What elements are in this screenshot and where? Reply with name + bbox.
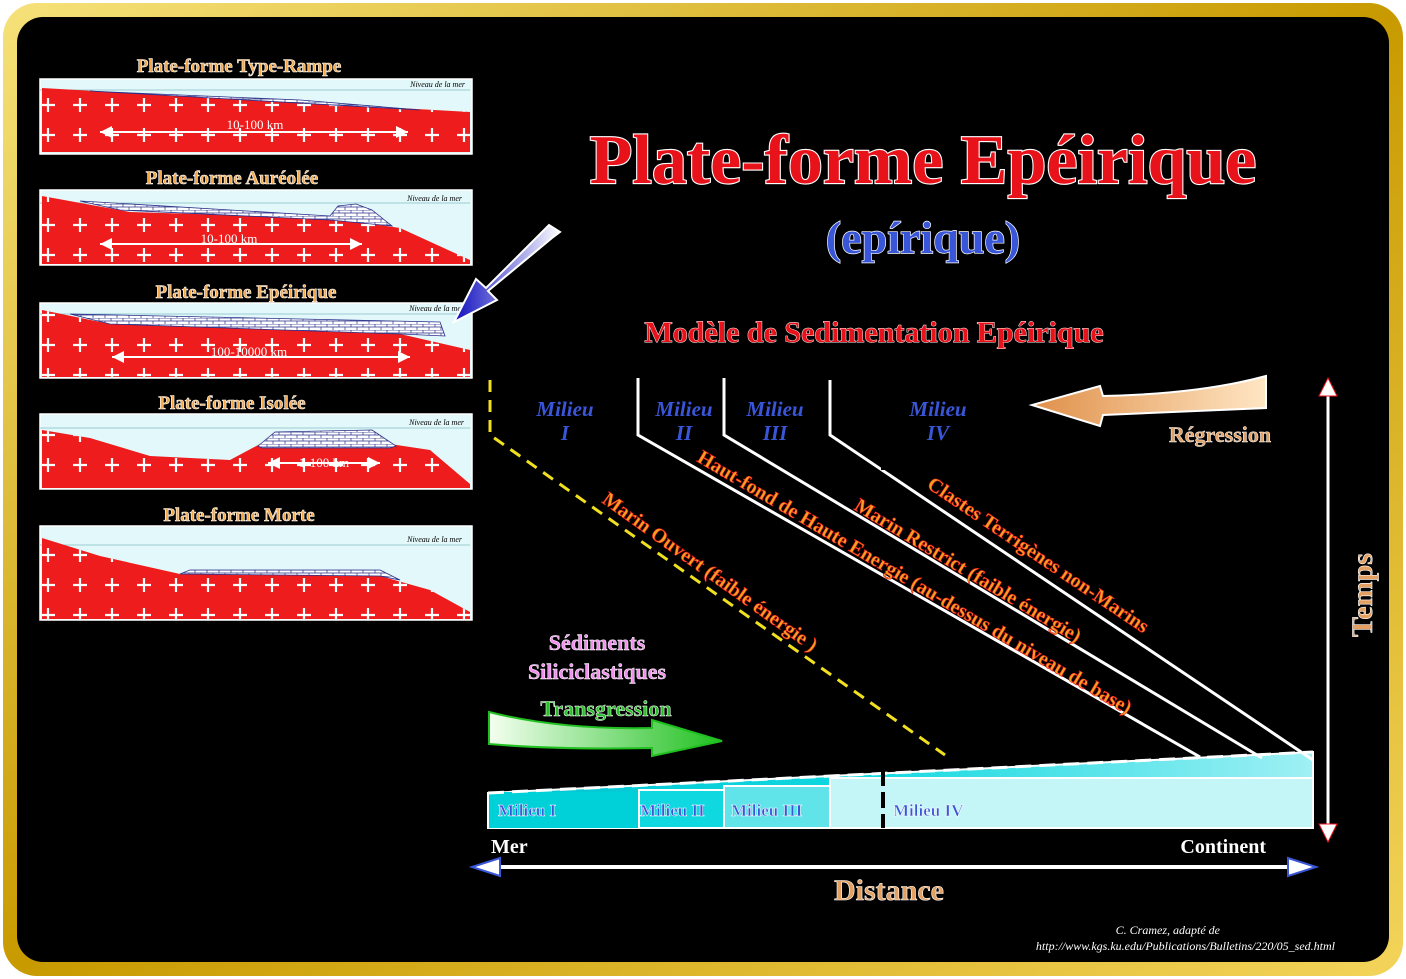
- time-axis-arrowheads: [1318, 376, 1338, 844]
- drowned-platform: [179, 569, 401, 581]
- regression-label: Régression: [1169, 422, 1271, 447]
- milieu-top-roman: IV: [926, 421, 951, 445]
- sea-level-label: Niveau de la mer: [406, 535, 463, 544]
- scale-label: 10-100 km: [201, 231, 258, 246]
- panel-ramp: Plate-forme Type-Rampe Niveau de la mer …: [39, 56, 473, 155]
- boundary-haut-fond: [636, 378, 1201, 759]
- sea-level-label: Niveau de la mer: [408, 418, 465, 427]
- carbonate-rim: [79, 200, 394, 227]
- crust-pattern: [42, 538, 470, 619]
- sea-level-label: Niveau de la mer: [409, 80, 466, 89]
- carbonate-wedge: [89, 90, 421, 111]
- milieu-top-label: Milieu: [654, 397, 712, 421]
- crust-pattern: [42, 88, 470, 152]
- sea-level-label: Niveau de la mer: [408, 304, 465, 313]
- panel-rimmed: Plate-forme Auréolée Niveau de la mer 10…: [39, 168, 473, 266]
- scale-arrowheads: [268, 457, 380, 469]
- panel-title: Plate-forme Epéirique: [156, 282, 337, 303]
- panel-isolated: Plate-forme Isolée Niveau de la mer 1-10…: [39, 393, 473, 490]
- crust-pattern: [42, 310, 470, 377]
- milieu-bottom-label: Milieu I: [498, 801, 556, 820]
- sediments-label-1: Sédiments: [549, 630, 646, 655]
- panel-epeiric: Plate-forme Epéirique Niveau de la mer 1…: [39, 282, 473, 379]
- panel-title: Plate-forme Morte: [163, 505, 314, 526]
- milieu-bottom-label: Milieu IV: [893, 801, 964, 820]
- milieu-top-roman: I: [560, 421, 570, 445]
- credit-line-2: http://www.kgs.ku.edu/Publications/Bulle…: [1036, 939, 1336, 953]
- milieu-iii-zone: [723, 785, 831, 829]
- boundary-marin-restrict: [722, 378, 1263, 760]
- sediments-label-2: Siliciclastiques: [528, 659, 667, 684]
- panel-title: Plate-forme Auréolée: [146, 168, 319, 189]
- transgression-arrow-icon: [488, 710, 723, 758]
- panel-drowned: Plate-forme Morte Niveau de la mer: [39, 505, 473, 621]
- model-title: Modèle de Sedimentation Epéirique: [644, 316, 1103, 349]
- distance-axis-label: Distance: [834, 874, 944, 907]
- main-title: Plate-forme Epéirique: [590, 122, 1257, 199]
- distance-axis-arrowheads: [468, 856, 1320, 878]
- boundary-marin-ouvert: [488, 380, 946, 757]
- credit-line-1: C. Cramez, adapté de: [1116, 923, 1221, 937]
- milieu-top-roman: III: [762, 421, 788, 445]
- axis-left-end: Mer: [491, 836, 528, 858]
- isolated-buildup: [257, 429, 397, 449]
- milieu-bottom-label: Milieu II: [640, 801, 705, 820]
- transgression-label: Transgression: [540, 696, 671, 721]
- panel-title: Plate-forme Isolée: [158, 393, 305, 414]
- scale-label: 100-10000 km: [211, 344, 287, 359]
- scale-label: 1-100 km: [299, 455, 349, 470]
- carbonate-platform: [69, 313, 446, 337]
- time-axis-label: Temps: [1346, 553, 1379, 637]
- axis-right-end: Continent: [1180, 836, 1266, 858]
- panel-title: Plate-forme Type-Rampe: [137, 56, 342, 77]
- milieu-top-label: Milieu: [908, 397, 966, 421]
- milieu-i-zone: [489, 792, 639, 828]
- scale-label: 10-100 km: [227, 117, 284, 132]
- regression-arrow-icon: [1028, 374, 1267, 428]
- boundary-clastes: [828, 380, 1314, 762]
- milieu-ii-zone: [638, 789, 728, 829]
- milieu-bottom-label: Milieu III: [731, 801, 803, 820]
- milieu-top-label: Milieu: [745, 397, 803, 421]
- surface-line: [487, 750, 1314, 795]
- milieu-iv-zone: [829, 777, 1314, 829]
- milieu-top-roman: II: [675, 421, 693, 445]
- milieu-top-label: Milieu: [535, 397, 593, 421]
- crust-pattern: [42, 196, 470, 264]
- pointer-arrow-icon: [451, 223, 562, 325]
- sea-level-label: Niveau de la mer: [406, 194, 463, 203]
- main-subtitle: (epírique): [826, 212, 1020, 263]
